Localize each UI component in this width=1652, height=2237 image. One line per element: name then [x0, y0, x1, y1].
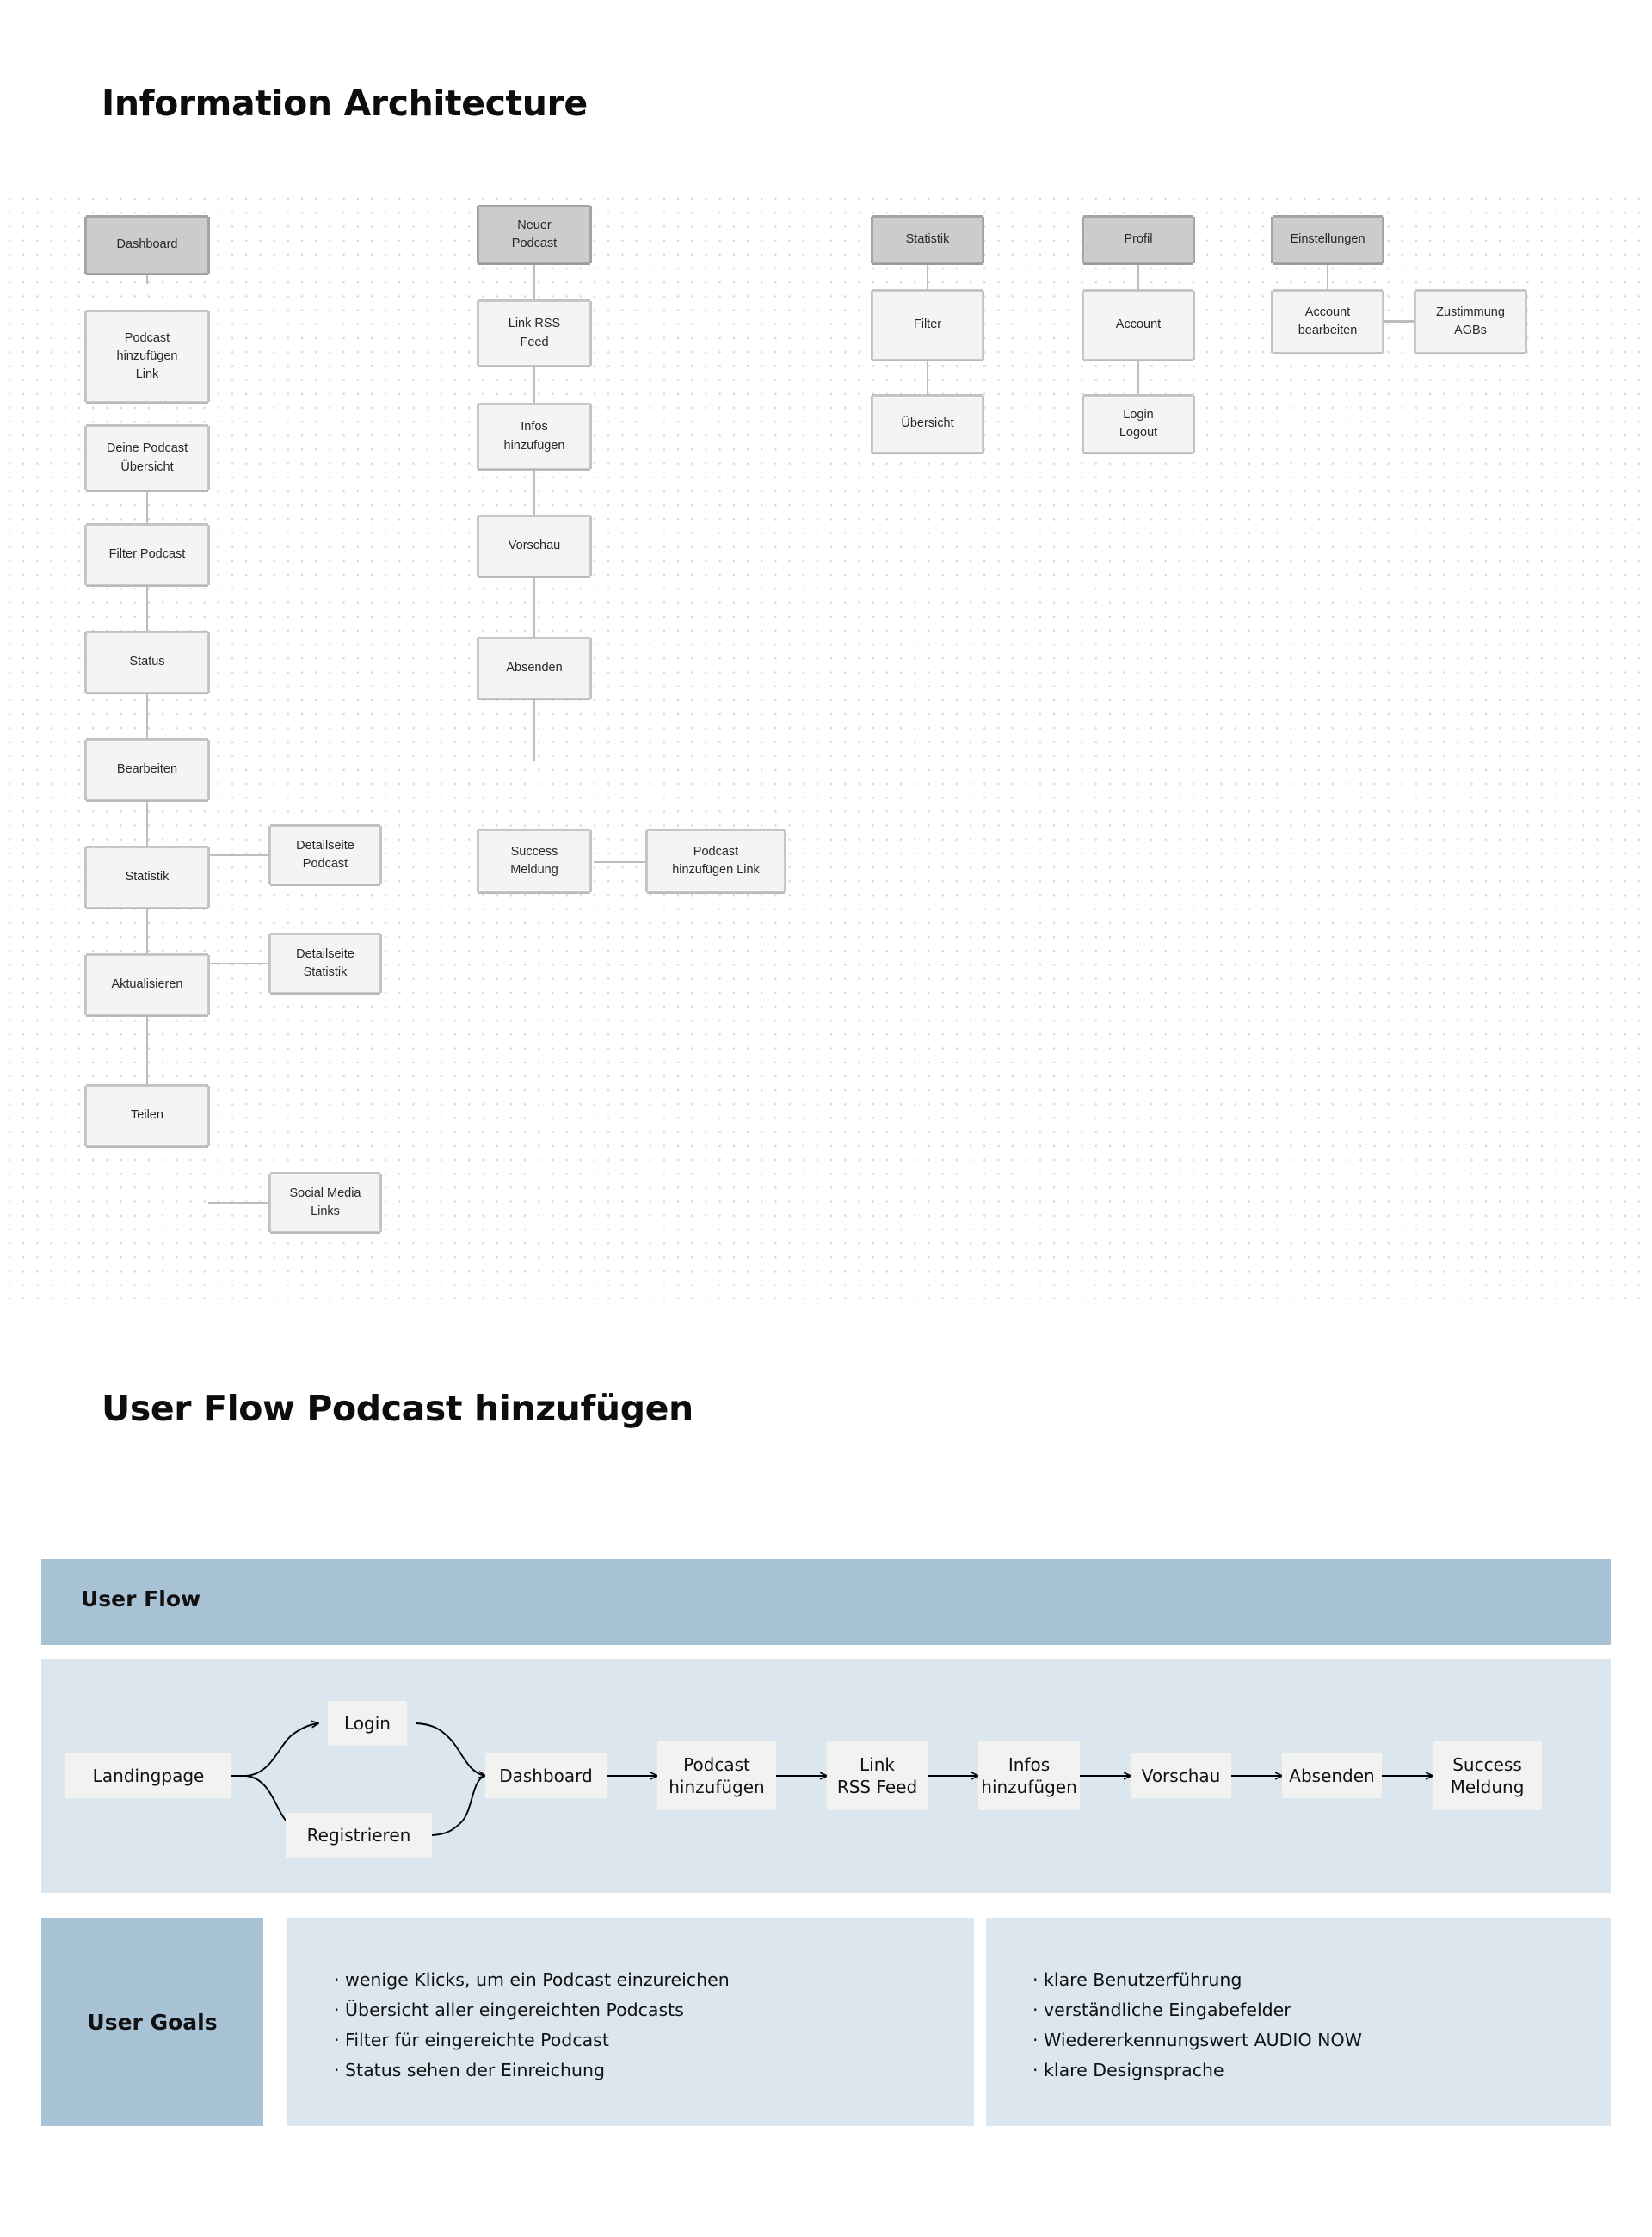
ia-node-einstellungen[interactable]: Einstellungen [1273, 217, 1383, 263]
ia-node-podcast-hinzufuegen-link-2[interactable]: Podcast hinzufügen Link [647, 830, 785, 892]
ia-node-statistik[interactable]: Statistik [86, 847, 208, 908]
uf-node-link-rss-feed[interactable]: Link RSS Feed [827, 1741, 928, 1810]
information-architecture-canvas: Dashboard Podcast hinzufügen Link Deine … [0, 189, 1652, 1299]
user-goals-panel-left: wenige Klicks, um ein Podcast einzureich… [287, 1918, 974, 2126]
connector-statistik-to-aktualisieren [146, 909, 148, 956]
connector-statistik-to-detailseite-statistik [208, 963, 270, 964]
ia-node-dashboard[interactable]: Dashboard [86, 217, 208, 274]
user-goal-item: Filter für eingereichte Podcast [334, 2025, 974, 2055]
connector-vorschau-to-absenden [533, 576, 535, 638]
connector-absenden-to-success [533, 699, 535, 761]
connector-linkrss-to-infos [533, 366, 535, 404]
ia-node-link-rss-feed[interactable]: Link RSS Feed [478, 301, 590, 366]
connector-filter-to-uebersicht [927, 360, 928, 396]
user-goal-item: klare Designsprache [1032, 2055, 1611, 2086]
ia-node-bearbeiten[interactable]: Bearbeiten [86, 740, 208, 800]
ia-node-detailseite-podcast[interactable]: Detailseite Podcast [270, 826, 380, 884]
connector-filter-to-status [146, 586, 148, 633]
user-goals-panel-right: klare Benutzerführung verständliche Eing… [986, 1918, 1611, 2126]
uf-node-success-meldung[interactable]: Success Meldung [1433, 1741, 1542, 1810]
ia-node-social-media-links[interactable]: Social Media Links [270, 1174, 380, 1232]
uf-node-absenden[interactable]: Absenden [1282, 1753, 1382, 1798]
ia-node-vorschau[interactable]: Vorschau [478, 516, 590, 576]
user-flow-band-title: User Flow [81, 1587, 201, 1612]
ia-node-filter[interactable]: Filter [872, 291, 983, 360]
ia-node-infos-hinzufuegen[interactable]: Infos hinzufügen [478, 404, 590, 469]
connector-bearbeiten-to-detailseite-podcast [208, 854, 270, 856]
user-goal-item: Status sehen der Einreichung [334, 2055, 974, 2086]
uf-node-infos-hinzufuegen[interactable]: Infos hinzufügen [978, 1741, 1080, 1810]
ia-node-absenden[interactable]: Absenden [478, 638, 590, 699]
uf-node-vorschau[interactable]: Vorschau [1131, 1753, 1231, 1798]
connector-account-to-login [1137, 360, 1139, 396]
ia-node-login-logout[interactable]: Login Logout [1083, 396, 1193, 453]
user-goals-list-right: klare Benutzerführung verständliche Eing… [1032, 1965, 1611, 2086]
ia-node-zustimmung-agbs[interactable]: Zustimmung AGBs [1415, 291, 1526, 353]
page-title-information-architecture: Information Architecture [102, 83, 588, 124]
user-flow-band: User Flow [41, 1559, 1611, 1645]
ia-node-detailseite-statistik[interactable]: Detailseite Statistik [270, 934, 380, 993]
ia-node-status[interactable]: Status [86, 632, 208, 693]
ia-node-teilen[interactable]: Teilen [86, 1086, 208, 1146]
ia-node-account[interactable]: Account [1083, 291, 1193, 360]
ia-node-statistik-root[interactable]: Statistik [872, 217, 983, 263]
uf-node-dashboard[interactable]: Dashboard [485, 1753, 607, 1798]
connector-einstellungen-to-accountbearbeiten [1327, 263, 1328, 291]
connector-infos-to-vorschau [533, 469, 535, 516]
ia-node-account-bearbeiten[interactable]: Account bearbeiten [1273, 291, 1383, 353]
ia-node-filter-podcast[interactable]: Filter Podcast [86, 525, 208, 585]
user-flow-panel: Landingpage Login Registrieren Dashboard… [41, 1659, 1611, 1893]
page-title-user-flow: User Flow Podcast hinzufügen [102, 1388, 693, 1429]
ia-node-deine-podcast-uebersicht[interactable]: Deine Podcast Übersicht [86, 426, 208, 490]
connector-statistikroot-to-filter [927, 263, 928, 291]
uf-node-registrieren[interactable]: Registrieren [286, 1813, 432, 1858]
user-goal-item: Übersicht aller eingereichten Podcasts [334, 1995, 974, 2025]
user-goal-item: verständliche Eingabefelder [1032, 1995, 1611, 2025]
uf-node-podcast-hinzufuegen[interactable]: Podcast hinzufügen [657, 1741, 776, 1810]
user-goal-item: Wiedererkennungswert AUDIO NOW [1032, 2025, 1611, 2055]
connector-neuerpodcast-to-linkrss [533, 263, 535, 301]
ia-node-neuer-podcast[interactable]: Neuer Podcast [478, 206, 590, 263]
uf-node-login[interactable]: Login [328, 1701, 407, 1746]
connector-profil-to-account [1137, 263, 1139, 291]
user-goal-item: wenige Klicks, um ein Podcast einzureich… [334, 1965, 974, 1995]
connector-bearbeiten-to-statistik [146, 800, 148, 847]
connector-success-to-podcastlink [594, 861, 647, 863]
connector-status-to-bearbeiten [146, 693, 148, 740]
user-goal-item: klare Benutzerführung [1032, 1965, 1611, 1995]
uf-node-landingpage[interactable]: Landingpage [65, 1753, 231, 1798]
ia-node-podcast-hinzufuegen-link[interactable]: Podcast hinzufügen Link [86, 311, 208, 402]
connector-teilen-to-social-media [208, 1202, 270, 1204]
connector-accountbearbeiten-to-zustimmung [1381, 320, 1415, 323]
ia-node-aktualisieren[interactable]: Aktualisieren [86, 955, 208, 1015]
ia-node-success-meldung[interactable]: Success Meldung [478, 830, 590, 892]
ia-node-profil[interactable]: Profil [1083, 217, 1193, 263]
user-goals-label: User Goals [41, 1918, 263, 2126]
ia-node-uebersicht[interactable]: Übersicht [872, 396, 983, 453]
connector-aktualisieren-to-teilen [146, 1015, 148, 1118]
user-goals-list-left: wenige Klicks, um ein Podcast einzureich… [334, 1965, 974, 2086]
